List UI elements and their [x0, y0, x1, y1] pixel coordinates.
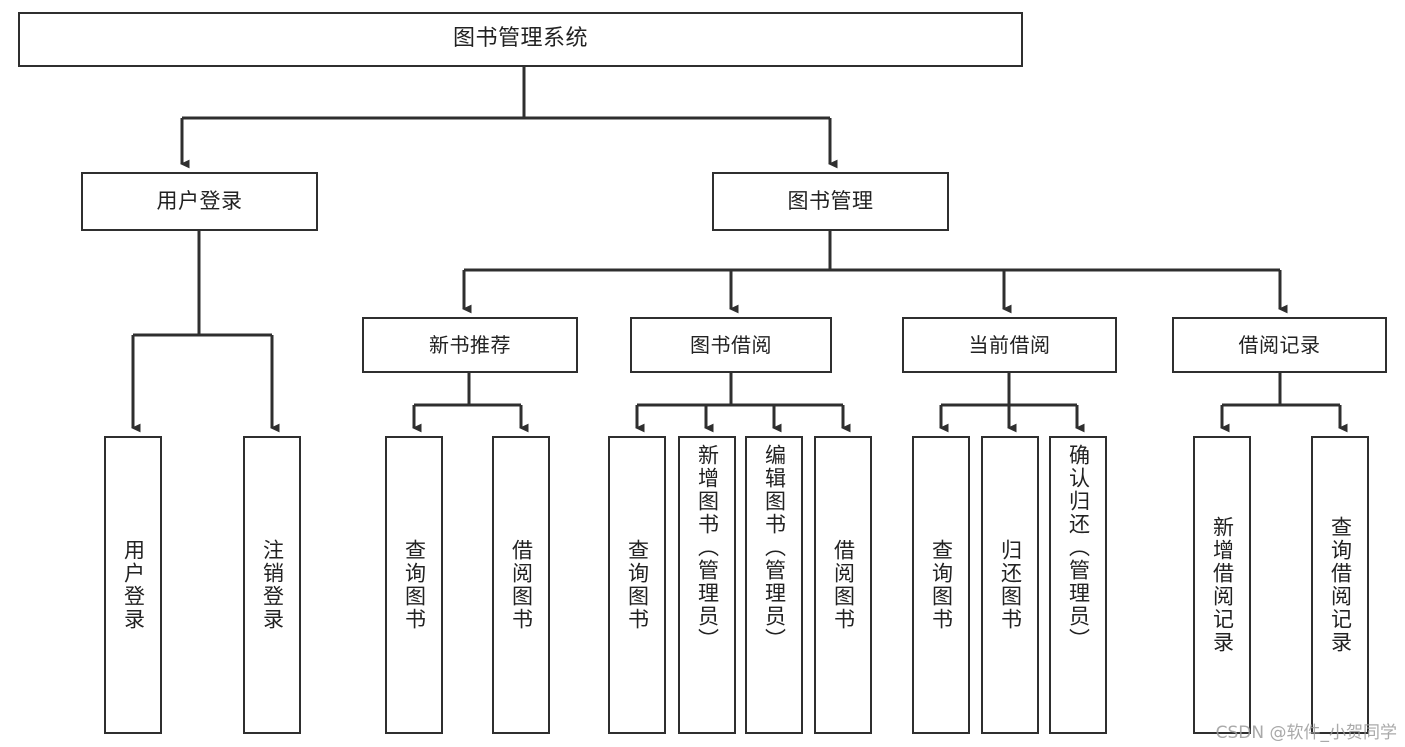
node-label: 图书管理系统 — [452, 26, 588, 52]
node-label: 用户登录 — [156, 188, 243, 213]
node-leaf-borrow-book-1[interactable]: 借阅图书 — [492, 436, 550, 734]
node-label: 用户登录 — [121, 539, 146, 631]
node-label: 图书借阅 — [690, 332, 772, 357]
node-label: 当前借阅 — [968, 332, 1051, 357]
node-leaf-add-book[interactable]: 新增图书（管理员） — [678, 436, 736, 734]
node-current-borrow[interactable]: 当前借阅 — [902, 317, 1117, 373]
node-label: 新增借阅记录 — [1210, 516, 1235, 654]
node-label: 借阅记录 — [1238, 332, 1321, 357]
node-label: 确认归还（管理员） — [1066, 444, 1091, 651]
node-label: 查询图书 — [402, 539, 427, 631]
node-label: 查询图书 — [929, 539, 954, 631]
node-leaf-query-book-3[interactable]: 查询图书 — [912, 436, 970, 734]
node-leaf-user-login[interactable]: 用户登录 — [104, 436, 162, 734]
node-label: 查询图书 — [625, 539, 650, 631]
node-root-system[interactable]: 图书管理系统 — [18, 12, 1023, 67]
node-leaf-borrow-book-2[interactable]: 借阅图书 — [814, 436, 872, 734]
node-leaf-edit-book[interactable]: 编辑图书（管理员） — [745, 436, 803, 734]
node-label: 图书管理 — [787, 188, 874, 213]
node-leaf-confirm-return[interactable]: 确认归还（管理员） — [1049, 436, 1107, 734]
node-leaf-return-book[interactable]: 归还图书 — [981, 436, 1039, 734]
node-user-login[interactable]: 用户登录 — [81, 172, 318, 231]
node-label: 编辑图书（管理员） — [762, 444, 787, 651]
node-label: 新增图书（管理员） — [695, 444, 720, 651]
node-leaf-query-book-1[interactable]: 查询图书 — [385, 436, 443, 734]
node-label: 新书推荐 — [429, 332, 511, 357]
node-label: 借阅图书 — [831, 539, 856, 631]
node-leaf-add-record[interactable]: 新增借阅记录 — [1193, 436, 1251, 734]
node-borrow-record[interactable]: 借阅记录 — [1172, 317, 1387, 373]
node-label: 归还图书 — [998, 539, 1023, 631]
node-book-manage[interactable]: 图书管理 — [712, 172, 949, 231]
node-leaf-query-record[interactable]: 查询借阅记录 — [1311, 436, 1369, 734]
node-label: 查询借阅记录 — [1328, 516, 1353, 654]
node-leaf-query-book-2[interactable]: 查询图书 — [608, 436, 666, 734]
node-label: 注销登录 — [260, 539, 285, 631]
node-label: 借阅图书 — [509, 539, 534, 631]
node-book-borrow[interactable]: 图书借阅 — [630, 317, 832, 373]
node-new-book-recommend[interactable]: 新书推荐 — [362, 317, 578, 373]
node-leaf-logout[interactable]: 注销登录 — [243, 436, 301, 734]
